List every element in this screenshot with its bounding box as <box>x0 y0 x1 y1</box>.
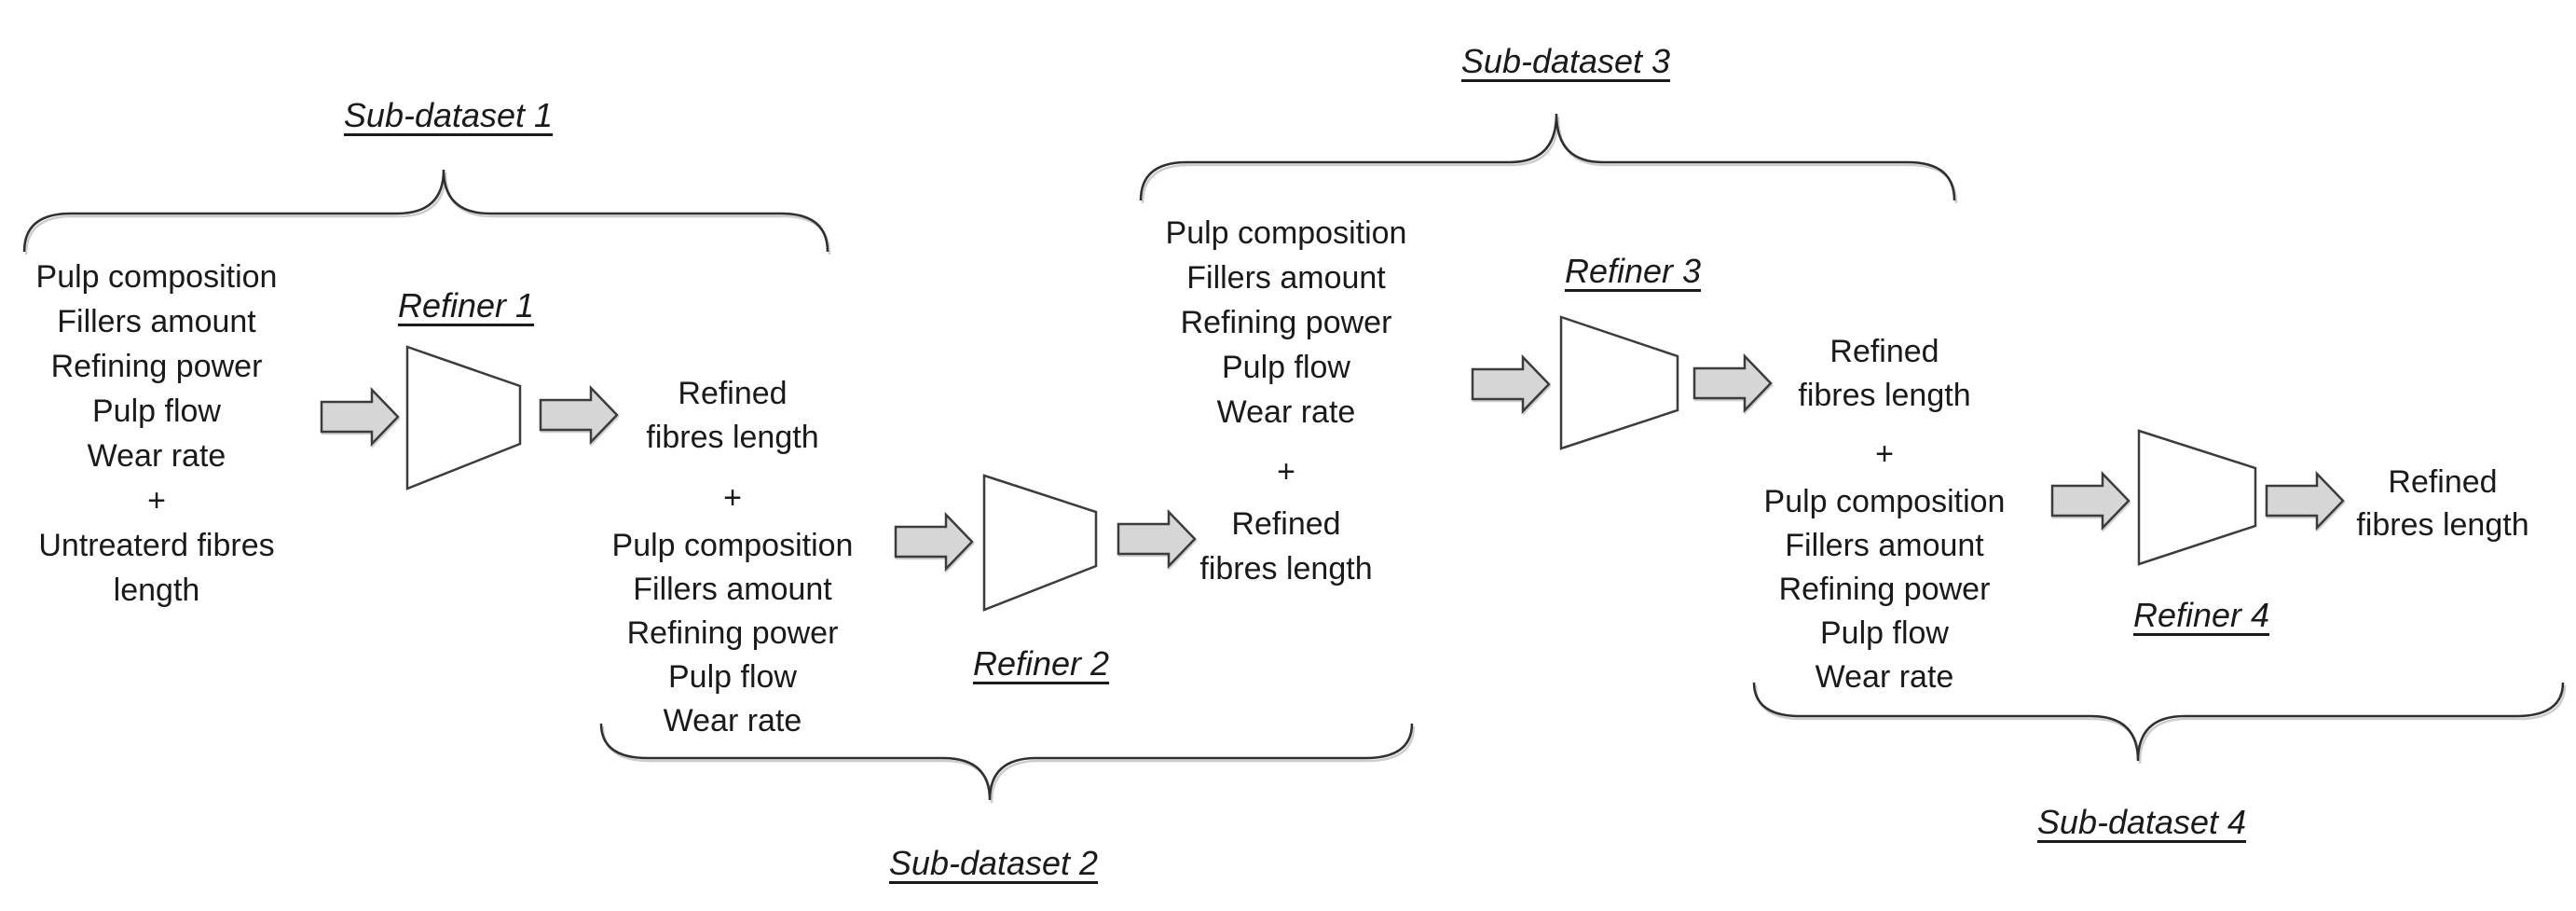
flow-arrow-right-icon <box>2050 470 2131 531</box>
flow-arrow-right-icon <box>1117 508 1197 570</box>
final-output-column: Refined fibres length <box>2356 461 2528 546</box>
plus-sign: + <box>723 480 742 516</box>
sub-dataset-3-label: Sub-dataset 3 <box>1460 42 1671 80</box>
sub-dataset-4-brace-icon <box>1752 682 2565 762</box>
flow-arrow-right-icon <box>539 384 619 446</box>
output-variable: fibres length <box>1798 378 1971 413</box>
refiner-2-label: Refiner 2 <box>972 644 1110 683</box>
input-variable: Fillers amount <box>1785 528 1984 563</box>
input-variable: Wear rate <box>87 438 226 474</box>
input-variable: Wear rate <box>1216 394 1356 430</box>
flow-arrow-right-icon <box>894 511 974 573</box>
input-variable: Fillers amount <box>57 304 256 339</box>
input-variable: Pulp flow <box>668 659 797 695</box>
plus-sign: + <box>1875 436 1894 472</box>
refiner-1-label: Refiner 1 <box>397 286 535 324</box>
input-variable: Pulp flow <box>1222 350 1350 385</box>
input-variable: Refining power <box>50 349 263 384</box>
input-variable: Pulp composition <box>1165 215 1407 251</box>
output-variable: fibres length <box>646 420 819 455</box>
output-variable: Refined <box>1829 334 1939 369</box>
input-variable: Pulp composition <box>35 259 278 295</box>
input-variable: Pulp composition <box>1763 484 2006 519</box>
input-column-2: Refined fibres length + Pulp composition… <box>612 372 854 743</box>
sub-dataset-3-brace-icon <box>1139 113 1956 201</box>
input-variable: Fillers amount <box>1186 260 1386 296</box>
input-variable: Pulp composition <box>611 528 854 563</box>
output-variable: fibres length <box>1199 551 1373 587</box>
input-variable: Wear rate <box>1815 659 1954 695</box>
input-variable: Refining power <box>1778 572 1991 607</box>
input-variable: length <box>113 573 200 608</box>
input-variable: Untreaterd fibres <box>38 528 275 563</box>
output-variable: fibres length <box>2356 507 2529 543</box>
flow-arrow-right-icon <box>1471 353 1551 415</box>
input-variable: Pulp flow <box>1820 615 1949 651</box>
plus-sign: + <box>147 483 166 518</box>
refiner-4-label: Refiner 4 <box>2132 596 2270 634</box>
output-variable: Refined <box>1231 506 1341 542</box>
input-variable: Fillers amount <box>633 572 832 607</box>
sub-dataset-1-label: Sub-dataset 1 <box>343 96 554 134</box>
flow-arrow-right-icon <box>2265 470 2345 531</box>
plus-sign: + <box>1277 454 1295 490</box>
input-column-3: Pulp composition Fillers amount Refining… <box>1166 211 1407 591</box>
output-variable: Refined <box>678 376 788 411</box>
refiner-4-funnel-shape <box>2137 429 2257 566</box>
input-variable: Wear rate <box>663 703 802 738</box>
input-variable: Pulp flow <box>92 393 221 429</box>
input-column-1: Pulp composition Fillers amount Refining… <box>36 255 278 613</box>
flow-arrow-right-icon <box>1692 352 1773 414</box>
output-variable: Refined <box>2388 464 2498 500</box>
sub-dataset-1-brace-icon <box>22 169 829 253</box>
sub-dataset-2-label: Sub-dataset 2 <box>888 844 1099 882</box>
sub-dataset-2-brace-icon <box>599 723 1414 801</box>
input-variable: Refining power <box>626 615 839 651</box>
refiner-2-funnel-shape <box>982 474 1098 612</box>
flow-arrow-right-icon <box>320 386 400 448</box>
refiner-3-label: Refiner 3 <box>1564 252 1702 290</box>
input-column-4: Refined fibres length + Pulp composition… <box>1764 330 2006 699</box>
refiner-3-funnel-shape <box>1559 315 1679 450</box>
input-variable: Refining power <box>1180 305 1392 340</box>
sub-dataset-4-label: Sub-dataset 4 <box>2036 803 2247 841</box>
refiner-1-funnel-shape <box>405 345 522 490</box>
